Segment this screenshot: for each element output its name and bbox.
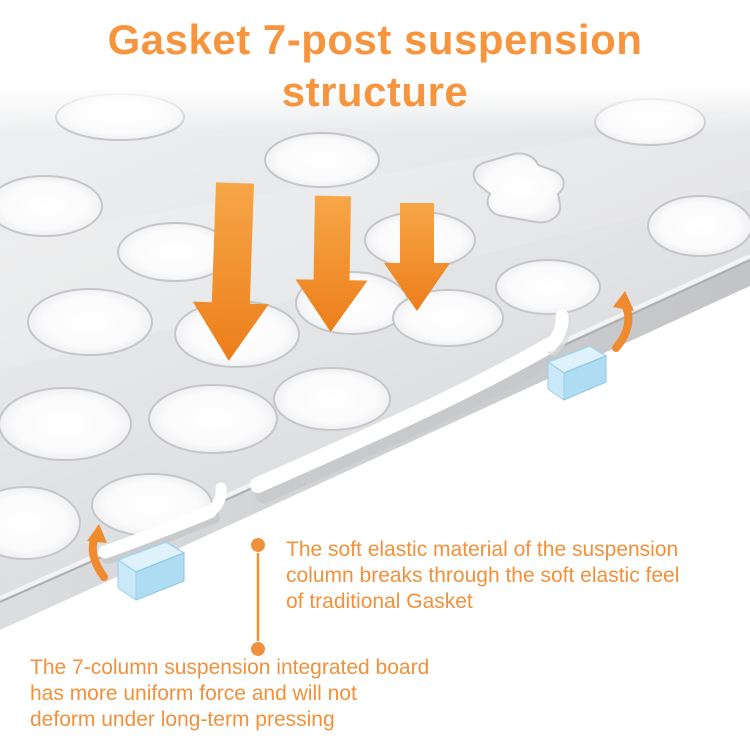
callout-soft-elastic: The soft elastic material of the suspens… [286, 537, 750, 615]
plate-hole [0, 387, 132, 461]
callout-soft-elastic-line-1: The soft elastic material of the suspens… [286, 538, 679, 561]
callout-seven-column-line-2: has more uniform force and will not [30, 682, 357, 705]
plate-hole [495, 259, 601, 315]
suspension-clip-left [116, 541, 186, 601]
rebound-arrow-icon [87, 524, 108, 581]
irregular-cutout [472, 152, 565, 224]
callout-soft-elastic-line-2: column breaks through the soft elastic f… [286, 564, 680, 587]
callout-seven-column-line-3: deform under long-term pressing [30, 708, 335, 731]
plate-hole [0, 175, 103, 237]
annotation-dot [251, 538, 265, 552]
page-title: Gasket 7-post suspension structure [0, 14, 750, 118]
suspension-clip-right [546, 345, 608, 401]
callout-seven-column: The 7-column suspension integrated board… [30, 655, 470, 733]
callout-seven-column-line-1: The 7-column suspension integrated board [30, 656, 430, 679]
rebound-arrow-icon [612, 291, 634, 352]
annotation-dot [251, 642, 265, 656]
plate-hole [0, 486, 81, 560]
plate-hole [264, 132, 380, 188]
annotation-connector [251, 538, 265, 656]
plate-surface [0, 86, 750, 602]
plate-hole [647, 195, 750, 257]
page-title-line-2: structure [281, 68, 469, 115]
down-arrow-icon [295, 195, 368, 332]
plate-top-fade [0, 86, 750, 132]
plate-hole [273, 367, 391, 431]
elastic-strip-left [98, 482, 227, 564]
plate-hole [27, 288, 153, 356]
down-arrow-icon [192, 182, 269, 361]
page-title-line-1: Gasket 7-post suspension [107, 16, 643, 63]
plate-hole [148, 384, 278, 454]
callout-soft-elastic-line-3: of traditional Gasket [286, 590, 473, 613]
down-arrow-icon [384, 203, 450, 311]
elastic-strip [250, 309, 572, 504]
